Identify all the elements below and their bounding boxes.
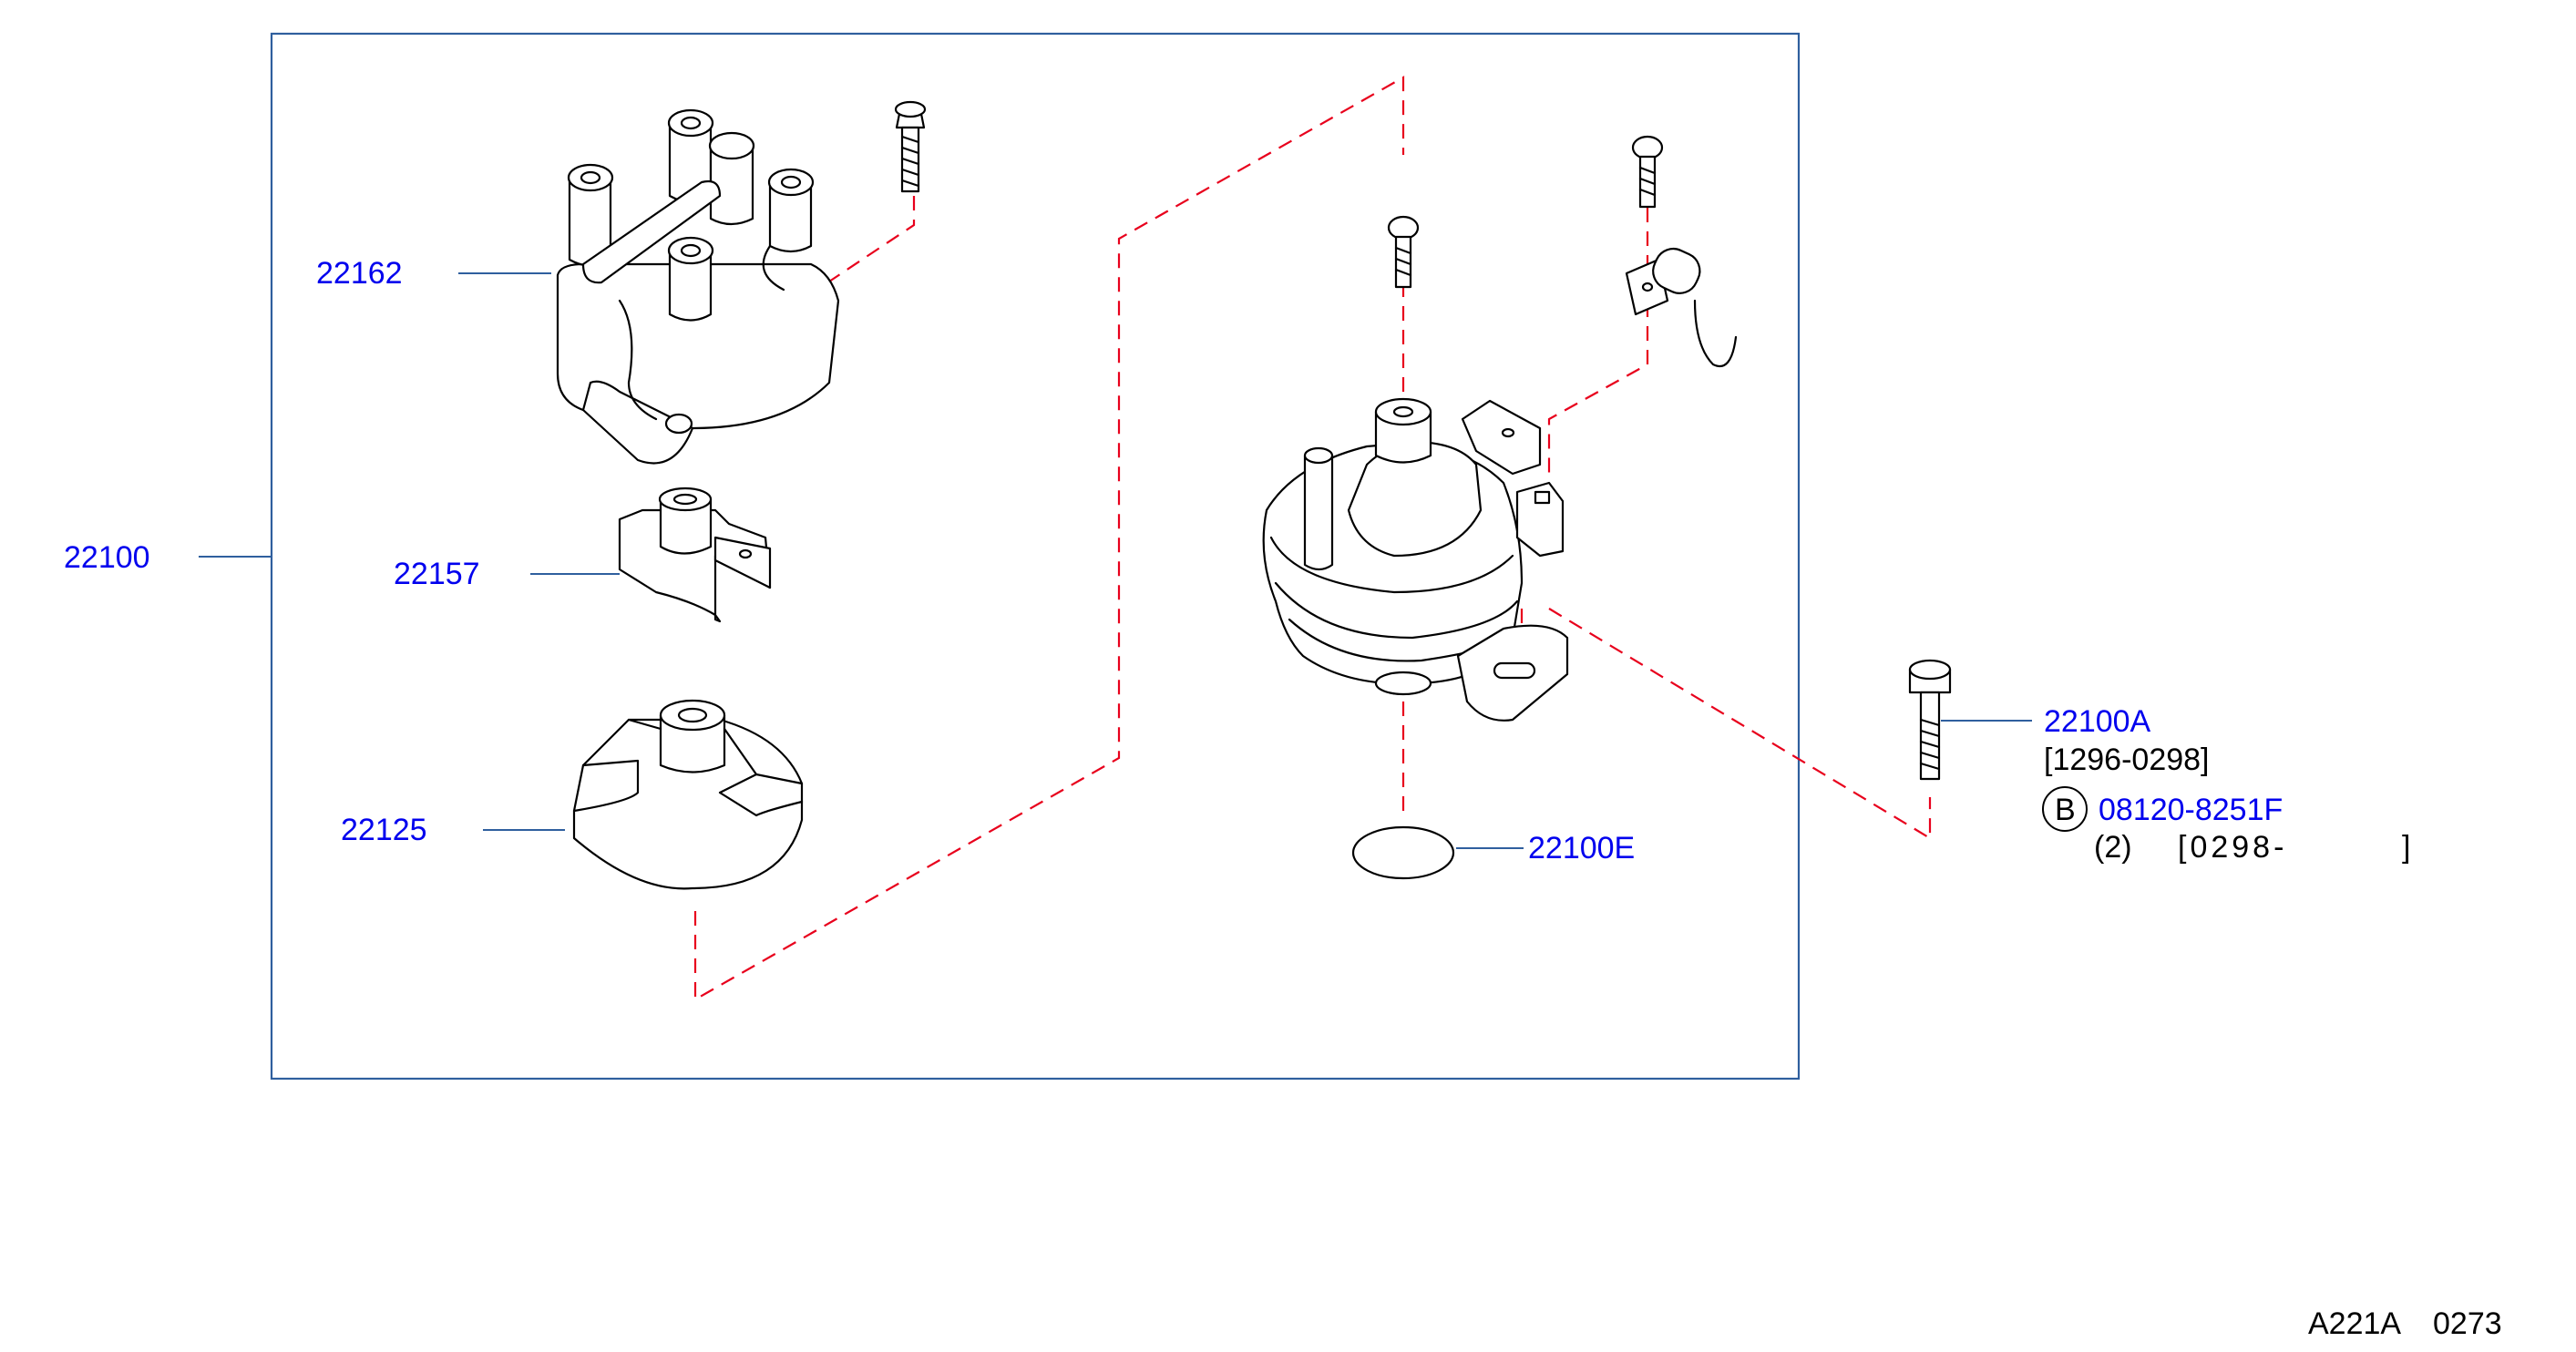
leader-lines	[199, 272, 2032, 849]
rotor-drawing	[618, 487, 772, 623]
label-bolt-b-qty: (2)	[2094, 830, 2132, 865]
label-bolt-b-letter: B	[2055, 793, 2076, 827]
label-bolt-date: [1296-0298]	[2044, 743, 2210, 777]
condenser-screw-drawing	[1631, 135, 1664, 209]
figure-number: 0273	[2433, 1306, 2502, 1341]
bolt-b-circle	[2042, 786, 2088, 832]
distributor-cap-drawing	[556, 108, 840, 465]
label-22100a: 22100A	[2044, 704, 2151, 739]
bolt-drawing	[1908, 659, 1952, 781]
label-22125: 22125	[341, 813, 427, 847]
label-bolt-b-part: 08120-8251F	[2099, 793, 2283, 827]
label-22157: 22157	[394, 557, 480, 591]
label-bolt-b-date-start: [0298-	[2178, 830, 2287, 865]
figure-code: A221A	[2308, 1306, 2401, 1341]
oring-drawing	[1351, 825, 1455, 880]
housing-screw-drawing	[1387, 215, 1420, 289]
cap-screw-drawing	[894, 100, 927, 193]
distributor-housing-drawing	[1262, 397, 1569, 722]
label-bolt-b-date-end: ]	[2402, 830, 2410, 865]
cover-drawing	[572, 699, 804, 890]
assembly-frame	[270, 32, 1801, 1081]
condenser-drawing	[1625, 247, 1738, 367]
label-22162: 22162	[316, 256, 403, 291]
label-22100e: 22100E	[1528, 831, 1635, 865]
label-22100: 22100	[64, 540, 150, 575]
